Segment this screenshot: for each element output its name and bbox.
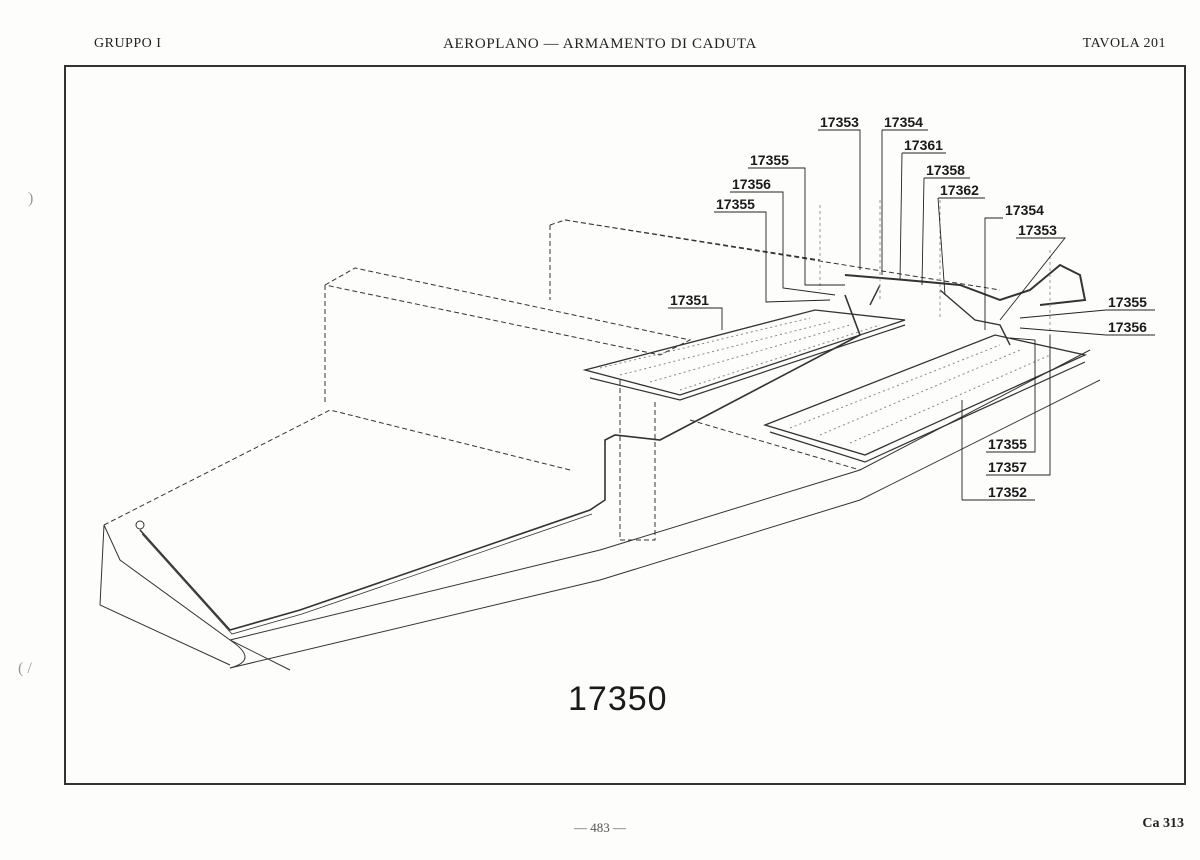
callout-17358: 17358	[926, 162, 965, 178]
callout-17353-b: 17353	[1018, 222, 1057, 238]
bulkhead-rear-dashed	[549, 219, 1001, 300]
callout-17356-a: 17356	[732, 176, 771, 192]
callout-17351: 17351	[670, 292, 709, 308]
callout-17355-a: 17355	[750, 152, 789, 168]
callout-17352: 17352	[988, 484, 1027, 500]
floor-line-dashed	[689, 419, 861, 471]
callout-17354: 17354	[884, 114, 923, 130]
fuselage-skin-edge	[103, 524, 291, 671]
callout-17357: 17357	[988, 459, 1027, 475]
callout-17353: 17353	[820, 114, 859, 130]
callout-17356-b: 17356	[1108, 319, 1147, 335]
bomb-door-rear	[763, 334, 1088, 463]
header-title: AEROPLANO — ARMAMENTO DI CADUTA	[443, 36, 757, 52]
callout-17355-d: 17355	[988, 436, 1027, 452]
release-mechanism	[844, 263, 1087, 306]
release-cable-run	[139, 294, 861, 631]
bomb-door-front	[582, 309, 906, 401]
callout-17361: 17361	[904, 137, 943, 153]
margin-mark-icon: ( /	[18, 660, 32, 677]
bulkhead-front-dashed	[324, 267, 692, 405]
assembly-number: 17350	[568, 680, 668, 718]
callout-17355-b: 17355	[716, 196, 755, 212]
fuselage-lower-edge	[229, 379, 1101, 669]
frame-post-dashed	[619, 380, 656, 541]
margin-mark-icon: )	[28, 190, 34, 207]
callout-17354-b: 17354	[1005, 202, 1044, 218]
header-plate: TAVOLA 201	[1082, 36, 1166, 51]
release-lever-icon	[135, 520, 145, 530]
fuselage-bottom-edge	[99, 524, 231, 666]
drawing-frame	[64, 65, 1186, 785]
fuselage-long-edge	[229, 349, 1091, 641]
catalog-reference: Ca 313	[1142, 816, 1184, 831]
leader-lines	[668, 129, 1155, 501]
page-number: — 483 —	[574, 820, 626, 835]
floor-outline-dashed	[103, 409, 571, 526]
header-group: GRUPPO I	[94, 36, 162, 51]
callout-17355-c: 17355	[1108, 294, 1147, 310]
callout-17362: 17362	[940, 182, 979, 198]
